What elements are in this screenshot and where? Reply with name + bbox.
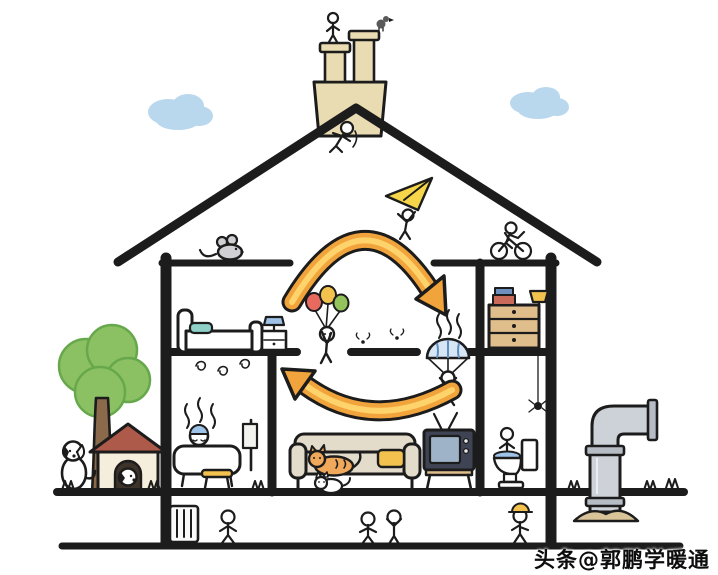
under-bed-dust-icon xyxy=(195,358,251,376)
bed xyxy=(176,308,264,354)
exhaust-duct-icon xyxy=(572,398,659,523)
house-structure xyxy=(53,103,688,550)
dresser xyxy=(487,287,550,350)
cloud-right-icon xyxy=(510,87,569,119)
rising-steam-icon xyxy=(436,309,462,339)
stool-icon xyxy=(200,468,234,490)
grass-tufts-icon xyxy=(61,478,679,491)
mouse-icon xyxy=(198,233,244,261)
warm-air-arrow-up-icon xyxy=(281,229,448,317)
fly-icon xyxy=(389,328,405,340)
chimney xyxy=(312,11,394,138)
basement-scene xyxy=(168,502,533,546)
toilet-icon xyxy=(492,438,539,490)
fly-icon xyxy=(355,332,371,344)
airflow-arrows xyxy=(280,229,463,422)
radiator-icon xyxy=(168,504,200,544)
white-puppy-icon xyxy=(60,440,97,491)
dog-in-doghouse-icon xyxy=(117,467,138,487)
cool-air-arrow-down-icon xyxy=(280,367,463,422)
second-floor-scene xyxy=(176,285,550,413)
book-icon xyxy=(494,287,514,296)
kitten-icon xyxy=(313,471,351,495)
bird-icon xyxy=(376,16,394,32)
first-floor-scene xyxy=(172,397,539,495)
nightstand xyxy=(260,315,288,352)
basement-child-icon xyxy=(358,511,378,546)
spider-icon xyxy=(528,355,548,413)
attic-cyclist-child-icon xyxy=(489,221,533,261)
bathing-child-icon xyxy=(188,424,210,447)
toilet-child-icon xyxy=(498,426,516,452)
chimney-climber-icon xyxy=(325,11,341,44)
cloud-left-icon xyxy=(148,94,213,130)
bath-steam-icon xyxy=(184,397,216,429)
nightstand-lamp-icon xyxy=(262,315,286,333)
dirt-mound-icon xyxy=(572,509,640,523)
watermark: 头条@郭鹏学暖通 xyxy=(534,548,710,572)
roof-slider-child-icon xyxy=(328,120,358,154)
tv-antenna-icon xyxy=(432,411,459,432)
towel-rail-icon xyxy=(241,418,259,472)
sofa-cushion-icon xyxy=(376,448,406,469)
dresser-lamp-icon xyxy=(528,289,550,307)
basement-worker-child-icon xyxy=(508,502,533,545)
basement-child-icon xyxy=(218,509,238,545)
kite-glider-child-icon xyxy=(384,176,434,241)
balloon-child-icon xyxy=(305,285,350,365)
tv-stand xyxy=(424,468,474,491)
roof-outline xyxy=(113,103,602,267)
basement-child-icon xyxy=(385,509,403,546)
book-icon xyxy=(492,294,516,306)
sofa xyxy=(288,432,422,492)
tree-icon xyxy=(57,323,152,494)
attic-scene xyxy=(198,120,533,261)
tv xyxy=(422,411,476,491)
cat-on-sofa-icon xyxy=(307,444,362,477)
